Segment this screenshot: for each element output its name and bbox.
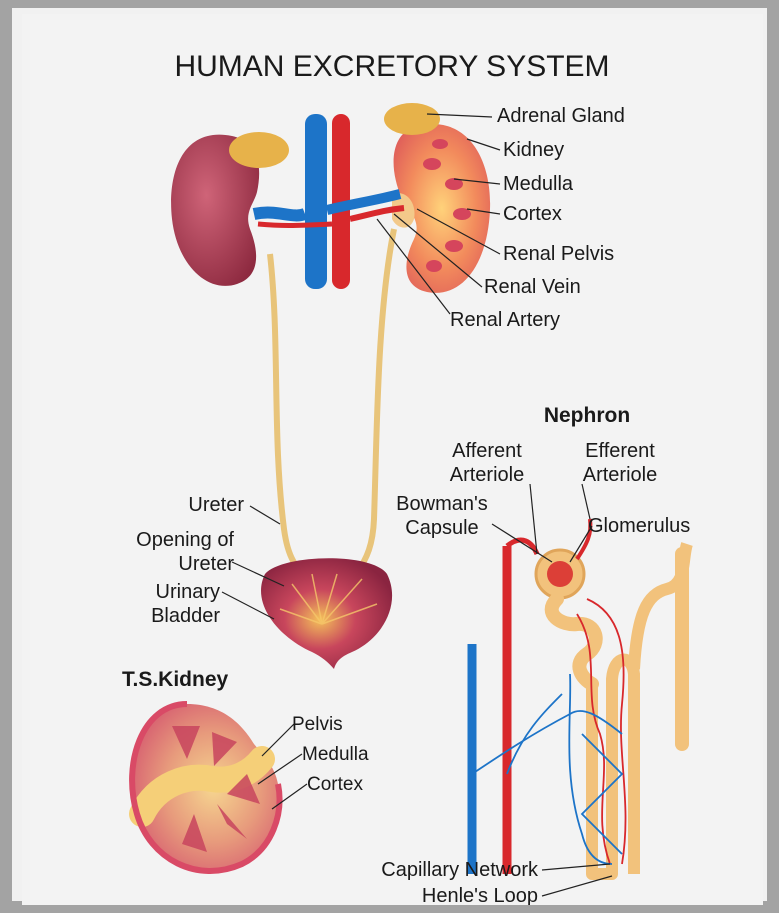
- label-ts-medulla: Medulla: [302, 744, 369, 765]
- right-ureter: [357, 229, 394, 572]
- label-bowmans-2: Capsule: [405, 517, 478, 539]
- label-adrenal-gland: Adrenal Gland: [497, 105, 625, 127]
- label-medulla: Medulla: [503, 173, 574, 195]
- vena-cava: [305, 114, 327, 289]
- label-ts-cortex: Cortex: [307, 774, 363, 795]
- label-kidney: Kidney: [503, 139, 564, 161]
- nephron-diagram: [472, 519, 687, 874]
- label-cortex: Cortex: [503, 203, 562, 225]
- label-capillary-network: Capillary Network: [381, 859, 539, 881]
- poster-background: HUMAN EXCRETORY SYSTEM: [22, 14, 763, 905]
- nephron-heading: Nephron: [544, 404, 630, 427]
- label-opening-of-ureter-2: Ureter: [178, 553, 234, 575]
- label-renal-pelvis: Renal Pelvis: [503, 243, 614, 265]
- label-urinary-bladder-2: Bladder: [151, 605, 220, 627]
- label-renal-artery: Renal Artery: [450, 309, 560, 331]
- left-ureter: [270, 254, 307, 576]
- label-renal-vein: Renal Vein: [484, 276, 581, 298]
- label-opening-of-ureter-1: Opening of: [136, 529, 234, 551]
- label-ureter: Ureter: [188, 494, 244, 516]
- label-afferent-1: Afferent: [452, 440, 522, 462]
- label-glomerulus: Glomerulus: [588, 515, 690, 537]
- label-afferent-2: Arteriole: [450, 464, 524, 486]
- label-efferent-2: Arteriole: [583, 464, 657, 486]
- label-urinary-bladder-1: Urinary: [156, 581, 220, 603]
- glomerulus: [547, 561, 573, 587]
- excretory-system-diagram: HUMAN EXCRETORY SYSTEM: [22, 14, 763, 905]
- ts-kidney-section: [132, 704, 279, 871]
- label-bowmans-1: Bowman's: [396, 493, 488, 515]
- right-adrenal-gland: [384, 103, 440, 135]
- left-adrenal-gland: [229, 132, 289, 168]
- label-efferent-1: Efferent: [585, 440, 655, 462]
- label-ts-pelvis: Pelvis: [292, 714, 343, 735]
- ts-kidney-heading: T.S.Kidney: [122, 668, 229, 691]
- page-title: HUMAN EXCRETORY SYSTEM: [174, 50, 609, 83]
- label-henles-loop: Henle's Loop: [422, 885, 538, 905]
- urinary-bladder: [261, 558, 392, 669]
